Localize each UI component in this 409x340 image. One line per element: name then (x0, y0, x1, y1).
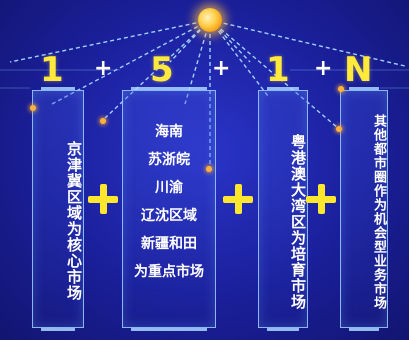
market-card-core-text: 京津冀区域为核心市场 (65, 141, 83, 301)
connector-line (209, 19, 269, 97)
market-card-cultivate-text: 粤港澳大湾区为培育市场 (289, 134, 307, 310)
key-market-line-5: 新疆和田 (141, 236, 197, 252)
big-plus-icon-1 (88, 184, 118, 214)
node-dot (336, 126, 342, 132)
key-market-line-4: 辽沈区域 (141, 208, 197, 224)
big-plus-icon-3 (306, 184, 336, 214)
formula-plus-3: + (314, 56, 333, 81)
node-dot (338, 86, 344, 92)
market-card-cultivate: 粤港澳大湾区为培育市场 (258, 87, 308, 331)
key-market-line-1: 海南 (155, 124, 183, 140)
formula-number-1b: 1 (266, 50, 290, 90)
market-card-key: 海南 苏浙皖 川渝 辽沈区域 新疆和田 为重点市场 (122, 87, 216, 331)
key-market-line-3: 川渝 (155, 180, 183, 196)
market-card-opportunity: 其他都市圈作为机会型业务市场 (340, 87, 388, 331)
connector-line (209, 19, 406, 67)
key-market-line-2: 苏浙皖 (148, 152, 190, 168)
sun-icon (198, 8, 222, 32)
formula-plus-1: + (94, 56, 113, 81)
formula-letter-n: N (344, 50, 373, 90)
node-dot (206, 166, 212, 172)
node-dot (30, 105, 36, 111)
formula-plus-2: + (212, 56, 231, 81)
big-plus-icon-2 (223, 184, 253, 214)
market-card-core: 京津冀区域为核心市场 (32, 87, 84, 331)
formula-number-5: 5 (150, 50, 174, 90)
formula-number-1: 1 (40, 50, 64, 90)
node-dot (100, 118, 106, 124)
market-card-opportunity-text: 其他都市圈作为机会型业务市场 (371, 114, 386, 310)
connector-line (9, 19, 211, 63)
key-market-line-6: 为重点市场 (134, 264, 204, 280)
